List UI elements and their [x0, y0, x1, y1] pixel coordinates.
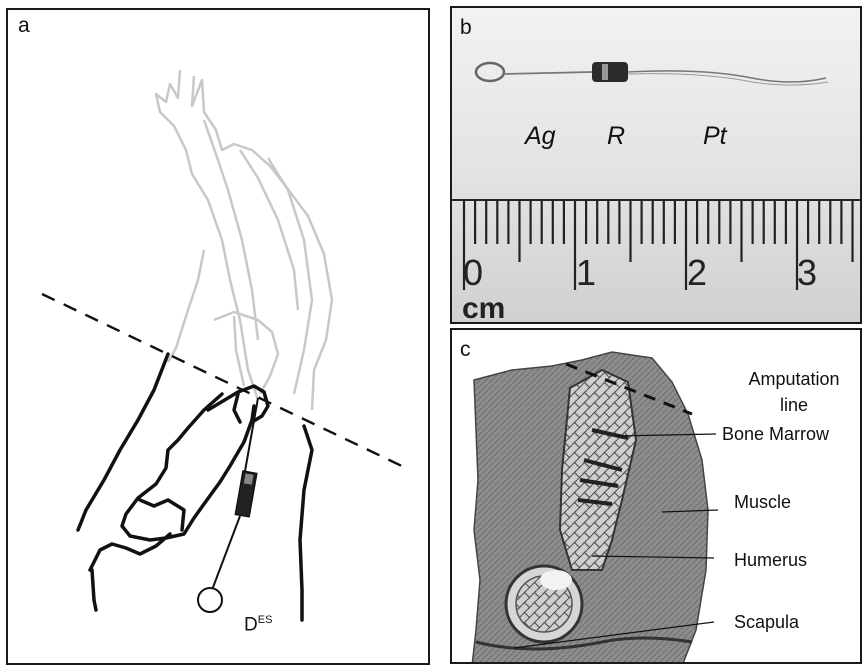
panel-c: c Amputation line Bone Marrow Muscle Hum… — [450, 328, 862, 664]
resistor-icon — [592, 62, 628, 82]
amputation-line — [42, 294, 406, 468]
label-pt: Pt — [703, 122, 727, 151]
electrode-wire-lower — [212, 516, 240, 590]
panel-a: a — [6, 8, 430, 665]
ruler-number-0: 0 — [463, 252, 483, 294]
label-ag: Ag — [525, 122, 556, 151]
label-amputation-line: Amputation line — [734, 366, 854, 418]
label-scapula: Scapula — [734, 612, 799, 633]
panel-letter-b: b — [460, 16, 472, 40]
ruler-number-3: 3 — [797, 252, 817, 294]
label-muscle: Muscle — [734, 492, 791, 513]
ruler-number-1: 1 — [576, 252, 596, 294]
ruler-unit: cm — [462, 292, 505, 324]
resistor-icon — [235, 471, 256, 517]
residual-limb-outline — [78, 354, 312, 620]
amputation-diagram — [8, 10, 430, 665]
reference-electrode-icon — [198, 588, 222, 612]
label-r: R — [607, 122, 625, 151]
faded-arm-outline — [156, 70, 332, 410]
electrode-label: DES — [244, 614, 272, 636]
panel-letter-c: c — [460, 338, 471, 362]
label-bone-marrow: Bone Marrow — [722, 424, 829, 445]
ruler-number-2: 2 — [687, 252, 707, 294]
panel-b: b Ag R Pt 0 1 2 3 cm — [450, 6, 862, 324]
label-humerus: Humerus — [734, 550, 807, 571]
